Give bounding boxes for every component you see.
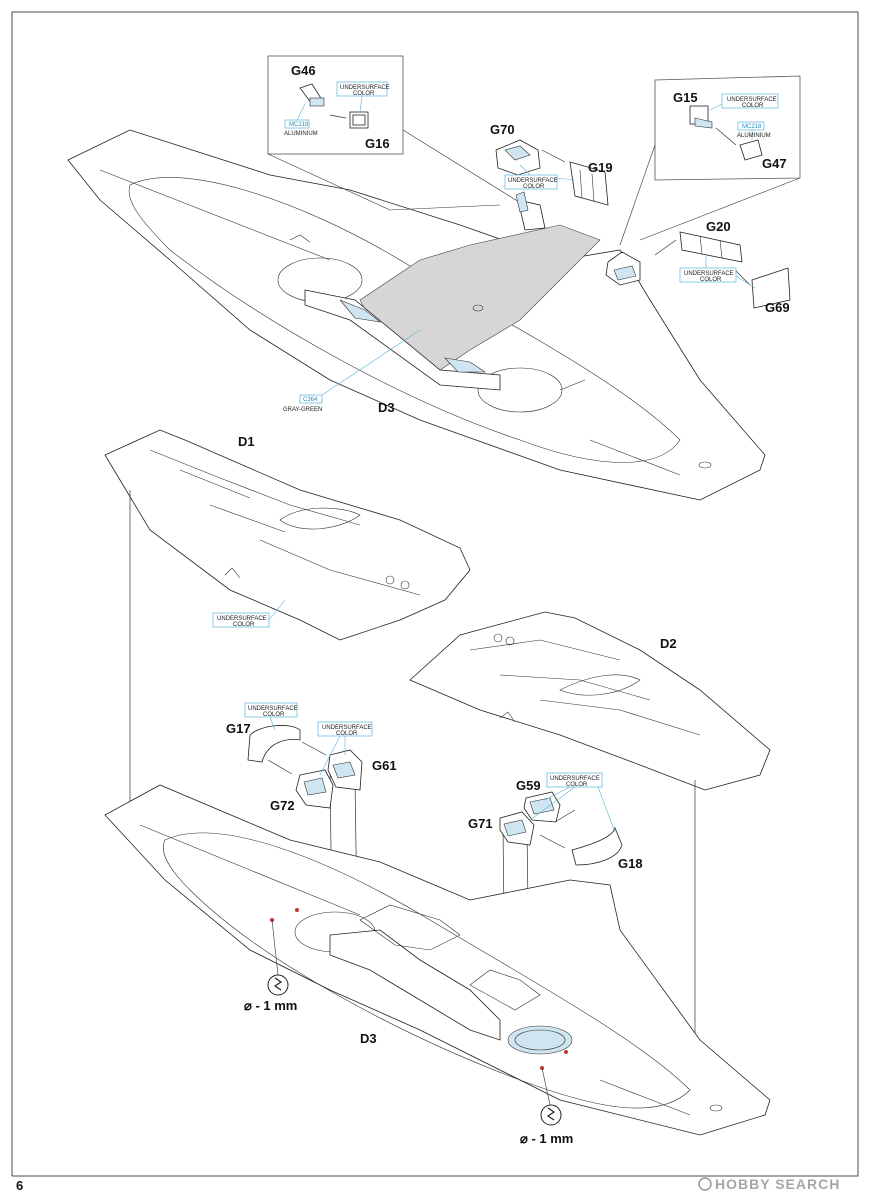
parts-g17-g72-g61: UNDERSURFACE COLOR UNDERSURFACE COLOR G1… [226,702,397,813]
g59-undersurface-line2: COLOR [566,782,588,788]
g20-undersurface-line2: COLOR [700,277,722,283]
parts-g20-g69: UNDERSURFACE COLOR G20 G69 [605,219,791,315]
parts-g59-g71-g18: UNDERSURFACE COLOR G59 G71 G18 [468,772,643,871]
page-number: 6 [16,1178,23,1193]
part-label-g47: G47 [762,156,787,171]
drill-callout-right: ⌀ - 1 mm [520,1067,573,1146]
g70-undersurface-line1: UNDERSURFACE [508,178,558,184]
d1-undersurface-line2: COLOR [233,622,255,628]
g17-undersurface-line2: COLOR [263,712,285,718]
watermark-logo: HOBBY SEARCH [698,1176,840,1192]
part-label-g19: G19 [588,160,613,175]
part-label-g18: G18 [618,856,643,871]
c364-name: GRAY-GREEN [283,407,322,413]
mc218-code: MC218 [289,122,309,128]
undersurface-line1: UNDERSURFACE [340,85,390,91]
part-label-g71: G71 [468,816,493,831]
part-label-g69: G69 [765,300,790,315]
labels-top-d3: C364 GRAY-GREEN D3 [283,329,421,415]
part-label-d3-bottom: D3 [360,1031,377,1046]
g70-undersurface-line2: COLOR [523,184,545,190]
drill-size-right: ⌀ - 1 mm [520,1131,573,1146]
lower-wing-top-assembly [67,129,766,501]
g15-undersurface-line1: UNDERSURFACE [727,97,777,103]
callout-g15-g47: G15 G47 UNDERSURFACE COLOR MC218 ALUMINI… [619,75,801,246]
part-label-g46: G46 [291,63,316,78]
drill-size-left: ⌀ - 1 mm [244,998,297,1013]
c364-code: C364 [303,397,318,403]
g17-undersurface-line1: UNDERSURFACE [248,706,298,712]
part-label-g70: G70 [490,122,515,137]
g47-mc218-name: ALUMINIUM [737,133,771,139]
g61-undersurface-line1: UNDERSURFACE [322,725,372,731]
upper-wing-d2: D2 [409,611,771,791]
part-label-g72: G72 [270,798,295,813]
upper-wing-d1: UNDERSURFACE COLOR D1 [104,429,471,641]
g47-mc218-code: MC218 [742,124,762,130]
callout-g46-g16: G46 G16 UNDERSURFACE COLOR MC218 ALUMINI… [267,55,541,216]
lower-wing-bottom-assembly: D3 [104,784,771,1136]
g59-undersurface-line1: UNDERSURFACE [550,776,600,782]
undersurface-line2: COLOR [353,91,375,97]
g20-undersurface-line1: UNDERSURFACE [684,271,734,277]
part-label-g61: G61 [372,758,397,773]
g15-undersurface-line2: COLOR [742,103,764,109]
parts-g70-g19: UNDERSURFACE COLOR G70 G19 [490,122,613,231]
part-label-g20: G20 [706,219,731,234]
part-label-d2: D2 [660,636,677,651]
mc218-name: ALUMINIUM [284,131,318,137]
part-label-d1: D1 [238,434,255,449]
d1-undersurface-line1: UNDERSURFACE [217,616,267,622]
g61-undersurface-line2: COLOR [336,731,358,737]
part-label-g16: G16 [365,136,390,151]
part-label-g15: G15 [673,90,698,105]
part-label-d3-top: D3 [378,400,395,415]
watermark-text: HOBBY SEARCH [715,1176,840,1192]
part-label-g17: G17 [226,721,251,736]
page-border [11,11,859,1177]
part-label-g59: G59 [516,778,541,793]
drill-callout-left: ⌀ - 1 mm [244,919,297,1013]
